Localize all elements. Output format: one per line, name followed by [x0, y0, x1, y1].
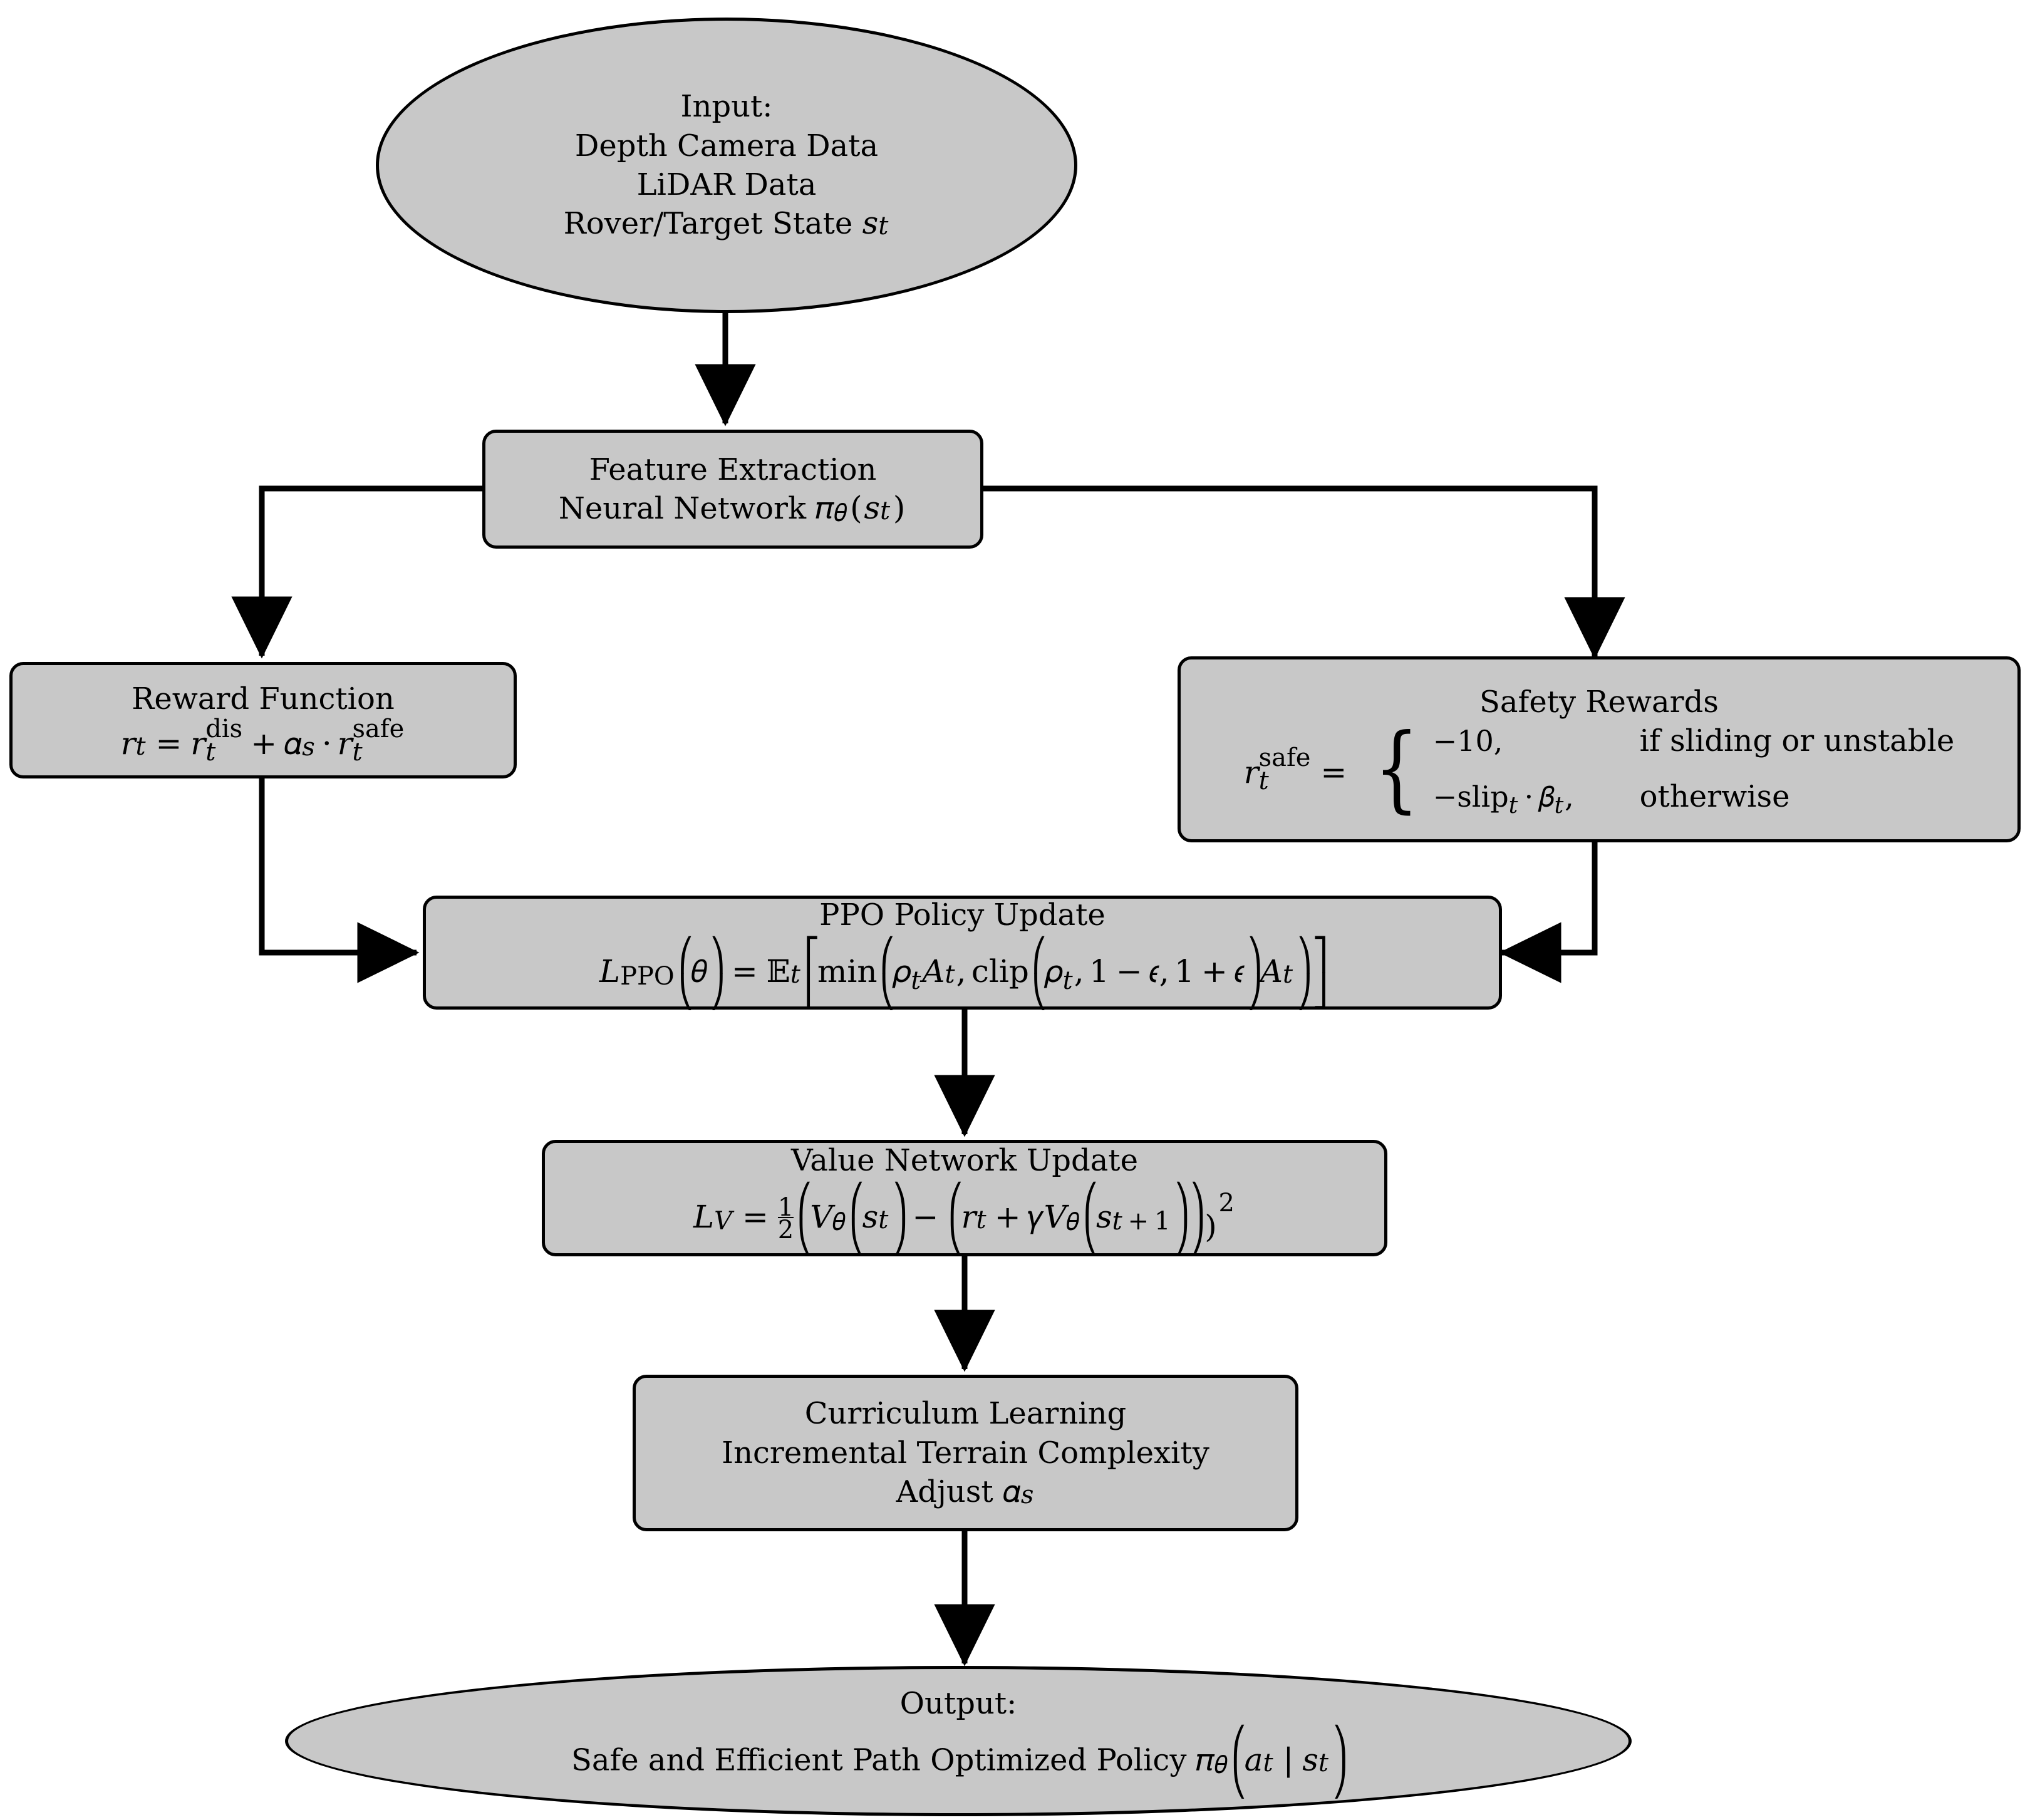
- node-safety-rewards-case-2-condition: otherwise: [1639, 778, 1790, 814]
- node-value-network-update-line-1: Value Network Update: [791, 1142, 1138, 1178]
- node-input[interactable]: Input: Depth Camera Data LiDAR Data Rove…: [376, 18, 1077, 313]
- node-input-line-4-text: Rover/Target State: [563, 206, 853, 242]
- node-ppo-policy-update-line-1: PPO Policy Update: [819, 897, 1106, 933]
- edge-safety-rewards-to-ppo-policy-update: [1499, 842, 1598, 983]
- node-curriculum-learning-line-1: Curriculum Learning: [804, 1396, 1127, 1432]
- node-safety-rewards-case-1-value: −10,: [1432, 724, 1503, 758]
- node-output-line-2-text: Safe and Efficient Path Optimized Policy: [571, 1742, 1187, 1778]
- node-reward-function-line-1: Reward Function: [132, 681, 395, 716]
- node-safety-rewards-case-1-condition: if sliding or unstable: [1639, 723, 1955, 759]
- node-input-line-2: Depth Camera Data: [574, 128, 879, 163]
- node-feature-extraction-line-1: Feature Extraction: [589, 452, 877, 487]
- node-curriculum-learning[interactable]: Curriculum Learning Incremental Terrain …: [633, 1375, 1298, 1531]
- node-curriculum-learning-line-3-text: Adjust: [896, 1474, 993, 1510]
- node-output-line-2: Safe and Efficient Path Optimized Policy…: [571, 1723, 1345, 1798]
- node-input-line-3: LiDAR Data: [636, 167, 817, 202]
- node-output[interactable]: Output: Safe and Efficient Path Optimize…: [285, 1666, 1632, 1816]
- node-feature-extraction-line-2-text: Neural Network: [558, 491, 807, 526]
- node-input-line-1: Input:: [680, 89, 773, 125]
- cases-brace-icon: {: [1374, 714, 1419, 824]
- node-safety-rewards-case-1: −10, if sliding or unstable: [1433, 721, 1955, 760]
- edge-reward-function-to-ppo-policy-update: [259, 778, 420, 983]
- node-safety-rewards-line-1: Safety Rewards: [1479, 684, 1719, 720]
- node-output-line-1: Output:: [899, 1685, 1017, 1721]
- edge-feature-extraction-to-safety-rewards: [983, 485, 1625, 659]
- node-curriculum-learning-line-2: Incremental Terrain Complexity: [722, 1435, 1209, 1471]
